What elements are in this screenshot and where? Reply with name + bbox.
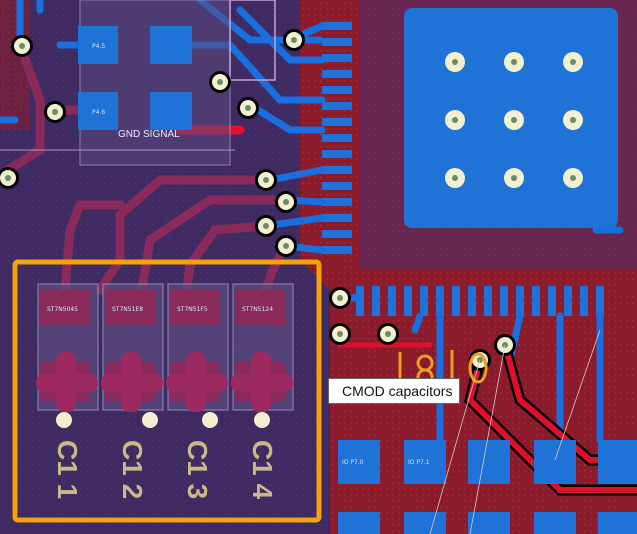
silk-text-3: C1 3 [182, 440, 213, 499]
cmod-capacitor-array: ST7N5045 ST7N51E8 ST7N51F5 ST7N5124 [36, 283, 294, 500]
capacitor-tag-3: ST7N51F5 [177, 306, 208, 313]
silk-text-1: C1 1 [52, 440, 83, 499]
ic-bottom-pins [356, 286, 604, 316]
ratsnest-lines [429, 329, 601, 534]
pad-p4-5: P4.5 [78, 26, 118, 64]
pad-label-p4-6: P4.6 [92, 109, 105, 116]
capacitor-via-2 [142, 412, 158, 428]
capacitor-c1-1[interactable]: ST7N5045 [36, 283, 99, 412]
pad-right-top [150, 26, 192, 64]
capacitor-c1-3[interactable]: ST7N51F5 [166, 283, 229, 412]
gnd-signal-label: GND SIGNAL [118, 129, 180, 140]
capacitor-tag-2: ST7N51E8 [112, 306, 143, 313]
capacitor-via-4 [254, 412, 270, 428]
selection-highlight-frame [12, 259, 322, 523]
bottom-pad-row: IO P7.0 IO P7.1 [338, 440, 637, 534]
silk-designator-3: C1 3 [182, 440, 213, 499]
capacitor-via-1 [56, 412, 72, 428]
capacitor-tag-1: ST7N5045 [47, 306, 78, 313]
silk-text-2: C1 2 [117, 440, 148, 499]
capacitor-c1-4[interactable]: ST7N5124 [231, 283, 294, 412]
pad-label-io-p7-0: IO P7.0 [342, 459, 364, 466]
capacitor-tag-4: ST7N5124 [242, 306, 273, 313]
pad-label-p4-5: P4.5 [92, 43, 105, 50]
capacitor-c1-2[interactable]: ST7N51E8 [101, 283, 164, 412]
ic-left-pins [322, 22, 352, 254]
pad-label-io-p7-1: IO P7.1 [408, 459, 430, 466]
pad-p4-6: P4.6 [78, 92, 118, 130]
thermal-vias [445, 52, 583, 188]
maroon-traces [0, 40, 290, 305]
pad-right-bottom [150, 92, 192, 130]
silk-text-4: C1 4 [247, 440, 278, 500]
capacitor-via-3 [202, 412, 218, 428]
cmod-tooltip: CMOD capacitors [328, 378, 460, 404]
silk-designator-1: C1 1 [52, 440, 83, 499]
signal-vias [0, 29, 516, 371]
silk-designator-2: C1 2 [117, 440, 148, 499]
silk-designator-4: C1 4 [247, 440, 278, 500]
